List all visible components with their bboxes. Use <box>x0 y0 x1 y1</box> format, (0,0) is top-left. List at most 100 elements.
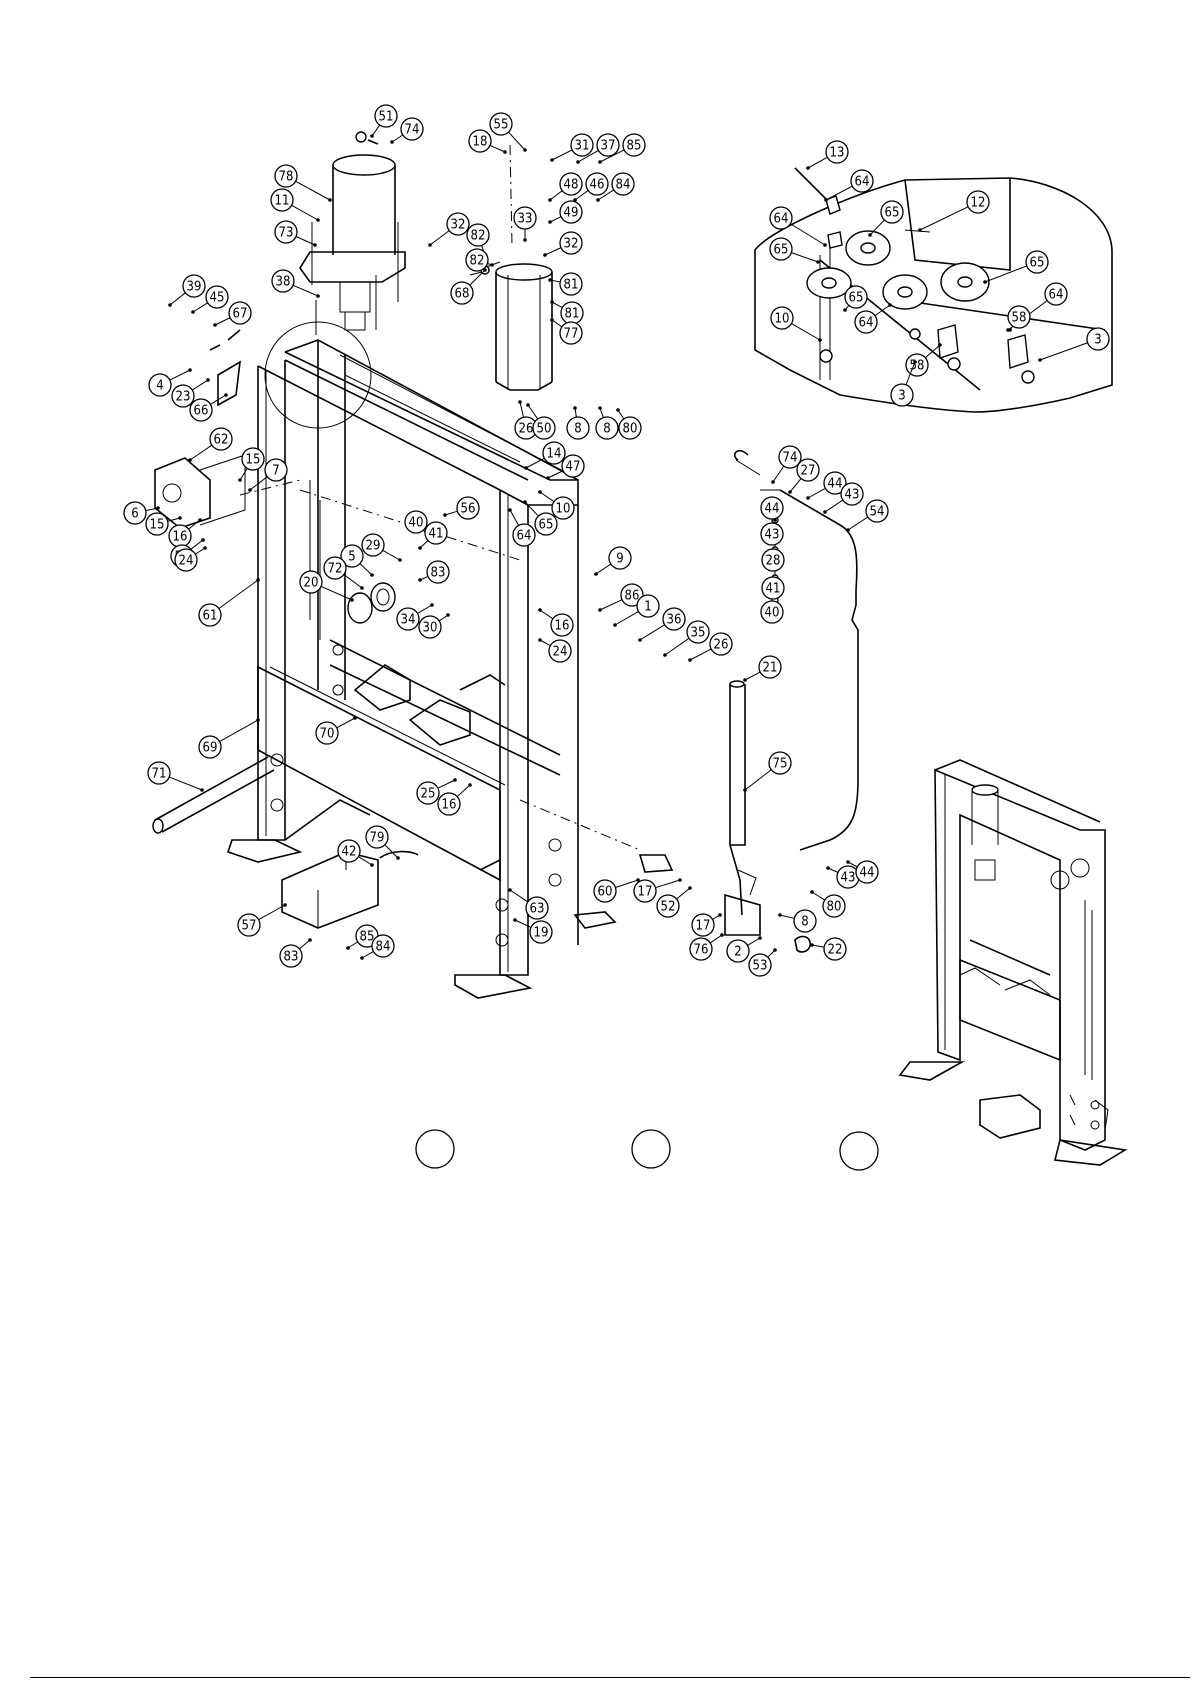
callout-71: 71 <box>147 761 204 792</box>
callout-number: 81 <box>565 307 580 322</box>
callout-number: 29 <box>366 539 381 554</box>
callout-3: 3 <box>890 360 917 407</box>
callout-arrowhead <box>446 613 450 617</box>
callout-83: 83 <box>279 938 312 968</box>
callout-arrowhead <box>308 938 312 942</box>
callout-circle <box>748 953 772 977</box>
callout-leader <box>527 404 539 420</box>
callout-circle <box>1044 282 1068 306</box>
callout-arrowhead <box>188 368 192 372</box>
callout-arrowhead <box>508 888 512 892</box>
callout-circle <box>374 104 398 128</box>
callout-circle <box>404 510 428 534</box>
callout-arrowhead <box>806 166 810 170</box>
callout-circle <box>561 454 585 478</box>
callout-number: 7 <box>272 464 279 479</box>
callout-65: 65 <box>769 237 820 264</box>
callout-leader <box>824 499 844 513</box>
callout-number: 69 <box>203 741 218 756</box>
callout-arrowhead <box>688 886 692 890</box>
callout-circle <box>966 190 990 214</box>
callout-41: 41 <box>418 521 448 550</box>
callout-arrowhead <box>200 788 204 792</box>
callout-16: 16 <box>538 608 574 637</box>
callout-7: 7 <box>248 458 288 492</box>
callout-circle <box>198 603 222 627</box>
callout-arrowhead <box>313 243 317 247</box>
callout-circle <box>760 600 784 624</box>
callout-circle <box>271 269 295 293</box>
callout-number: 72 <box>328 562 343 577</box>
callout-leader <box>869 219 885 236</box>
callout-9: 9 <box>594 546 632 576</box>
callout-arrowhead <box>546 476 550 480</box>
callout-arrowhead <box>598 406 602 410</box>
callout-8: 8 <box>595 406 619 440</box>
callout-leader <box>791 252 819 263</box>
callout-arrowhead <box>443 513 447 517</box>
callout-arrowhead <box>256 578 260 582</box>
callout-leader <box>508 131 526 151</box>
callout-46: 46 <box>573 172 609 202</box>
callout-leader <box>807 156 828 169</box>
callout-circle <box>279 944 303 968</box>
callout-arrowhead <box>788 490 792 494</box>
callout-arrowhead <box>178 516 182 520</box>
callout-leader <box>469 269 486 286</box>
callout-53: 53 <box>748 948 777 977</box>
pulley-detail <box>754 167 1113 413</box>
callout-arrowhead <box>370 863 374 867</box>
callout-arrowhead <box>806 496 810 500</box>
callout-leader <box>525 457 545 469</box>
callout-leader <box>789 478 802 493</box>
callout-circle <box>450 281 474 305</box>
callout-number: 27 <box>801 464 816 479</box>
callout-circle <box>209 427 233 451</box>
callout-40: 40 <box>404 510 434 542</box>
callout-circle <box>147 761 171 785</box>
callout-number: 2 <box>734 945 741 960</box>
callout-number: 16 <box>173 530 188 545</box>
callout-69: 69 <box>198 718 260 759</box>
callout-arrowhead <box>283 903 287 907</box>
callout-number: 78 <box>279 170 294 185</box>
callout-leader <box>577 149 599 163</box>
callout-86: 86 <box>598 583 644 612</box>
callout-number: 12 <box>971 196 986 211</box>
callout-number: 23 <box>176 390 191 405</box>
callout-circle <box>850 169 874 193</box>
callout-14: 14 <box>524 441 566 470</box>
callout-1: 1 <box>613 594 660 627</box>
callout-leader <box>514 919 532 928</box>
callout-circle <box>264 458 288 482</box>
callout-circle <box>274 164 298 188</box>
callout-64: 64 <box>1006 282 1068 332</box>
callout-75: 75 <box>743 751 792 792</box>
legend-circle <box>839 1131 879 1171</box>
callout-33: 33 <box>513 206 537 242</box>
callout-arrowhead <box>538 638 542 642</box>
callout-74: 74 <box>771 445 802 484</box>
callout-leader <box>984 265 1027 283</box>
callout-circle <box>823 937 847 961</box>
callout-leader <box>195 547 206 555</box>
callout-number: 82 <box>471 229 486 244</box>
callout-circle <box>618 416 642 440</box>
callout-circle <box>770 306 794 330</box>
callout-arrowhead <box>346 946 350 950</box>
callout-72: 72 <box>323 556 364 590</box>
callout-55: 55 <box>489 112 527 152</box>
callout-leader <box>539 609 554 620</box>
callout-arrowhead <box>594 572 598 576</box>
callout-number: 42 <box>342 845 357 860</box>
callout-circle <box>551 496 575 520</box>
callout-number: 32 <box>564 237 579 252</box>
callout-number: 74 <box>405 123 420 138</box>
callout-number: 43 <box>765 528 780 543</box>
callout-arrowhead <box>428 243 432 247</box>
callout-circle <box>758 655 782 679</box>
callout-67: 67 <box>213 301 252 327</box>
callout-leader <box>169 292 186 306</box>
callout-circle <box>198 735 222 759</box>
